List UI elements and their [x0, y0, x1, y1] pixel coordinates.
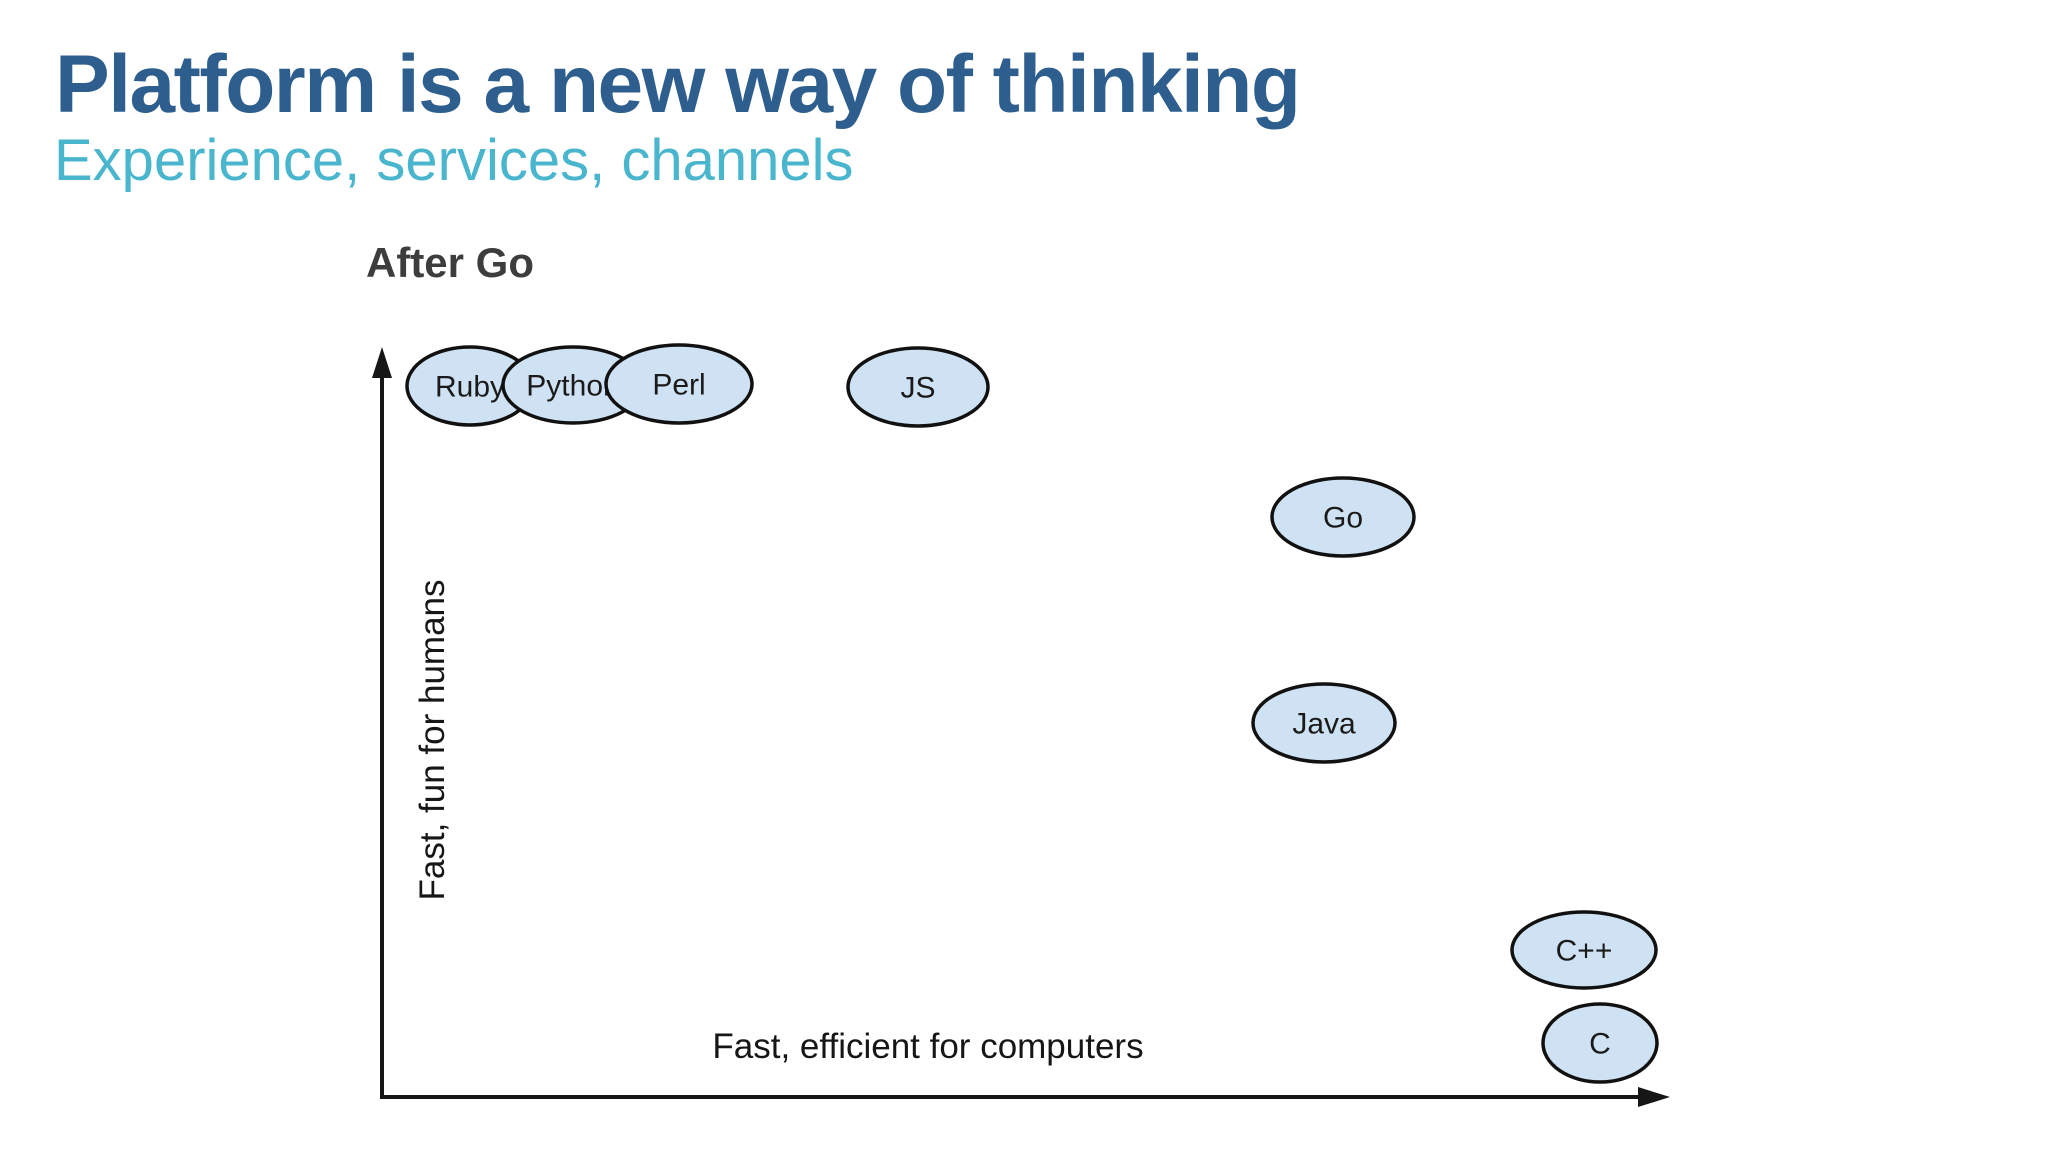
y-axis-arrowhead-icon — [372, 347, 392, 378]
bubble-go: Go — [1270, 476, 1416, 558]
bubble-label: Java — [1292, 708, 1356, 741]
bubble-ellipse — [1510, 910, 1658, 990]
slide-subtitle: Experience, services, channels — [54, 128, 854, 193]
bubble-js: JS — [846, 346, 990, 428]
bubble-java: Java — [1251, 682, 1397, 764]
bubble-python: Python — [501, 345, 645, 425]
bubble-ellipse — [604, 343, 754, 425]
slide-title: Platform is a new way of thinking — [55, 39, 1301, 130]
bubble-ellipse — [1541, 1002, 1659, 1084]
bubble-ellipse — [1270, 476, 1416, 558]
x-axis-arrowhead-icon — [1638, 1087, 1670, 1107]
y-axis-label: Fast, fun for humans — [413, 580, 452, 901]
bubble-label: Python — [526, 370, 619, 403]
bubble-ruby: Ruby — [405, 345, 535, 427]
bubble-label: Go — [1323, 502, 1363, 535]
x-axis-label: Fast, efficient for computers — [712, 1027, 1143, 1066]
bubble-perl: Perl — [604, 343, 754, 425]
bubble-c: C — [1541, 1002, 1659, 1084]
bubble-cpp: C++ — [1510, 910, 1658, 990]
bubble-label: JS — [900, 372, 935, 405]
bubble-label: C — [1589, 1028, 1611, 1061]
chart-title: After Go — [366, 239, 534, 286]
bubble-ellipse — [1251, 682, 1397, 764]
bubble-label: Ruby — [435, 371, 505, 404]
bubble-label: Perl — [652, 369, 705, 402]
bubble-label: C++ — [1556, 935, 1613, 968]
bubble-ellipse — [846, 346, 990, 428]
